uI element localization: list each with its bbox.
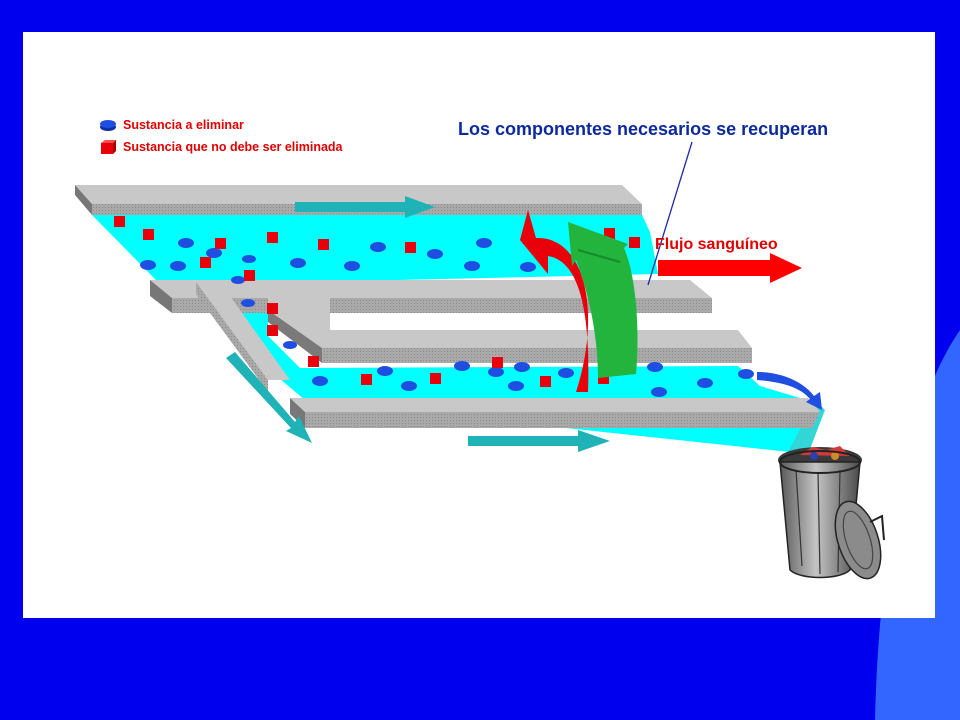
- callout-line: [647, 141, 693, 286]
- filtrate-flow-arrows: [226, 196, 610, 452]
- blue-disc-particles: [140, 238, 754, 397]
- blood-flow-arrow-icon: [658, 253, 802, 283]
- excretion-arrow-icon: [757, 372, 822, 410]
- tube-wall-diagonal: [196, 282, 290, 392]
- green-reabsorption-arrow: [568, 222, 638, 378]
- blood-flow-label: Flujo sanguíneo: [655, 236, 778, 253]
- content-panel: [23, 32, 935, 618]
- tube-wall-top: [75, 185, 642, 215]
- tube-wall-bottom: [290, 398, 820, 428]
- trash-can-icon: [778, 446, 885, 580]
- red-cube-particles: [114, 216, 640, 387]
- red-cube-icon: [101, 140, 116, 154]
- legend-label-blue: Sustancia a eliminar: [123, 118, 244, 132]
- blue-disc-icon: [100, 120, 116, 131]
- legend-item-blue: Sustancia a eliminar: [99, 116, 244, 134]
- legend-label-red: Sustancia que no debe ser eliminada: [123, 140, 343, 154]
- legend-item-red: Sustancia que no debe ser eliminada: [99, 138, 343, 156]
- flow-arrow-icon: [295, 196, 435, 218]
- flow-arrow-icon: [468, 430, 610, 452]
- diagram-title: Los componentes necesarios se recuperan: [458, 119, 829, 139]
- flow-arrow-icon: [226, 352, 312, 443]
